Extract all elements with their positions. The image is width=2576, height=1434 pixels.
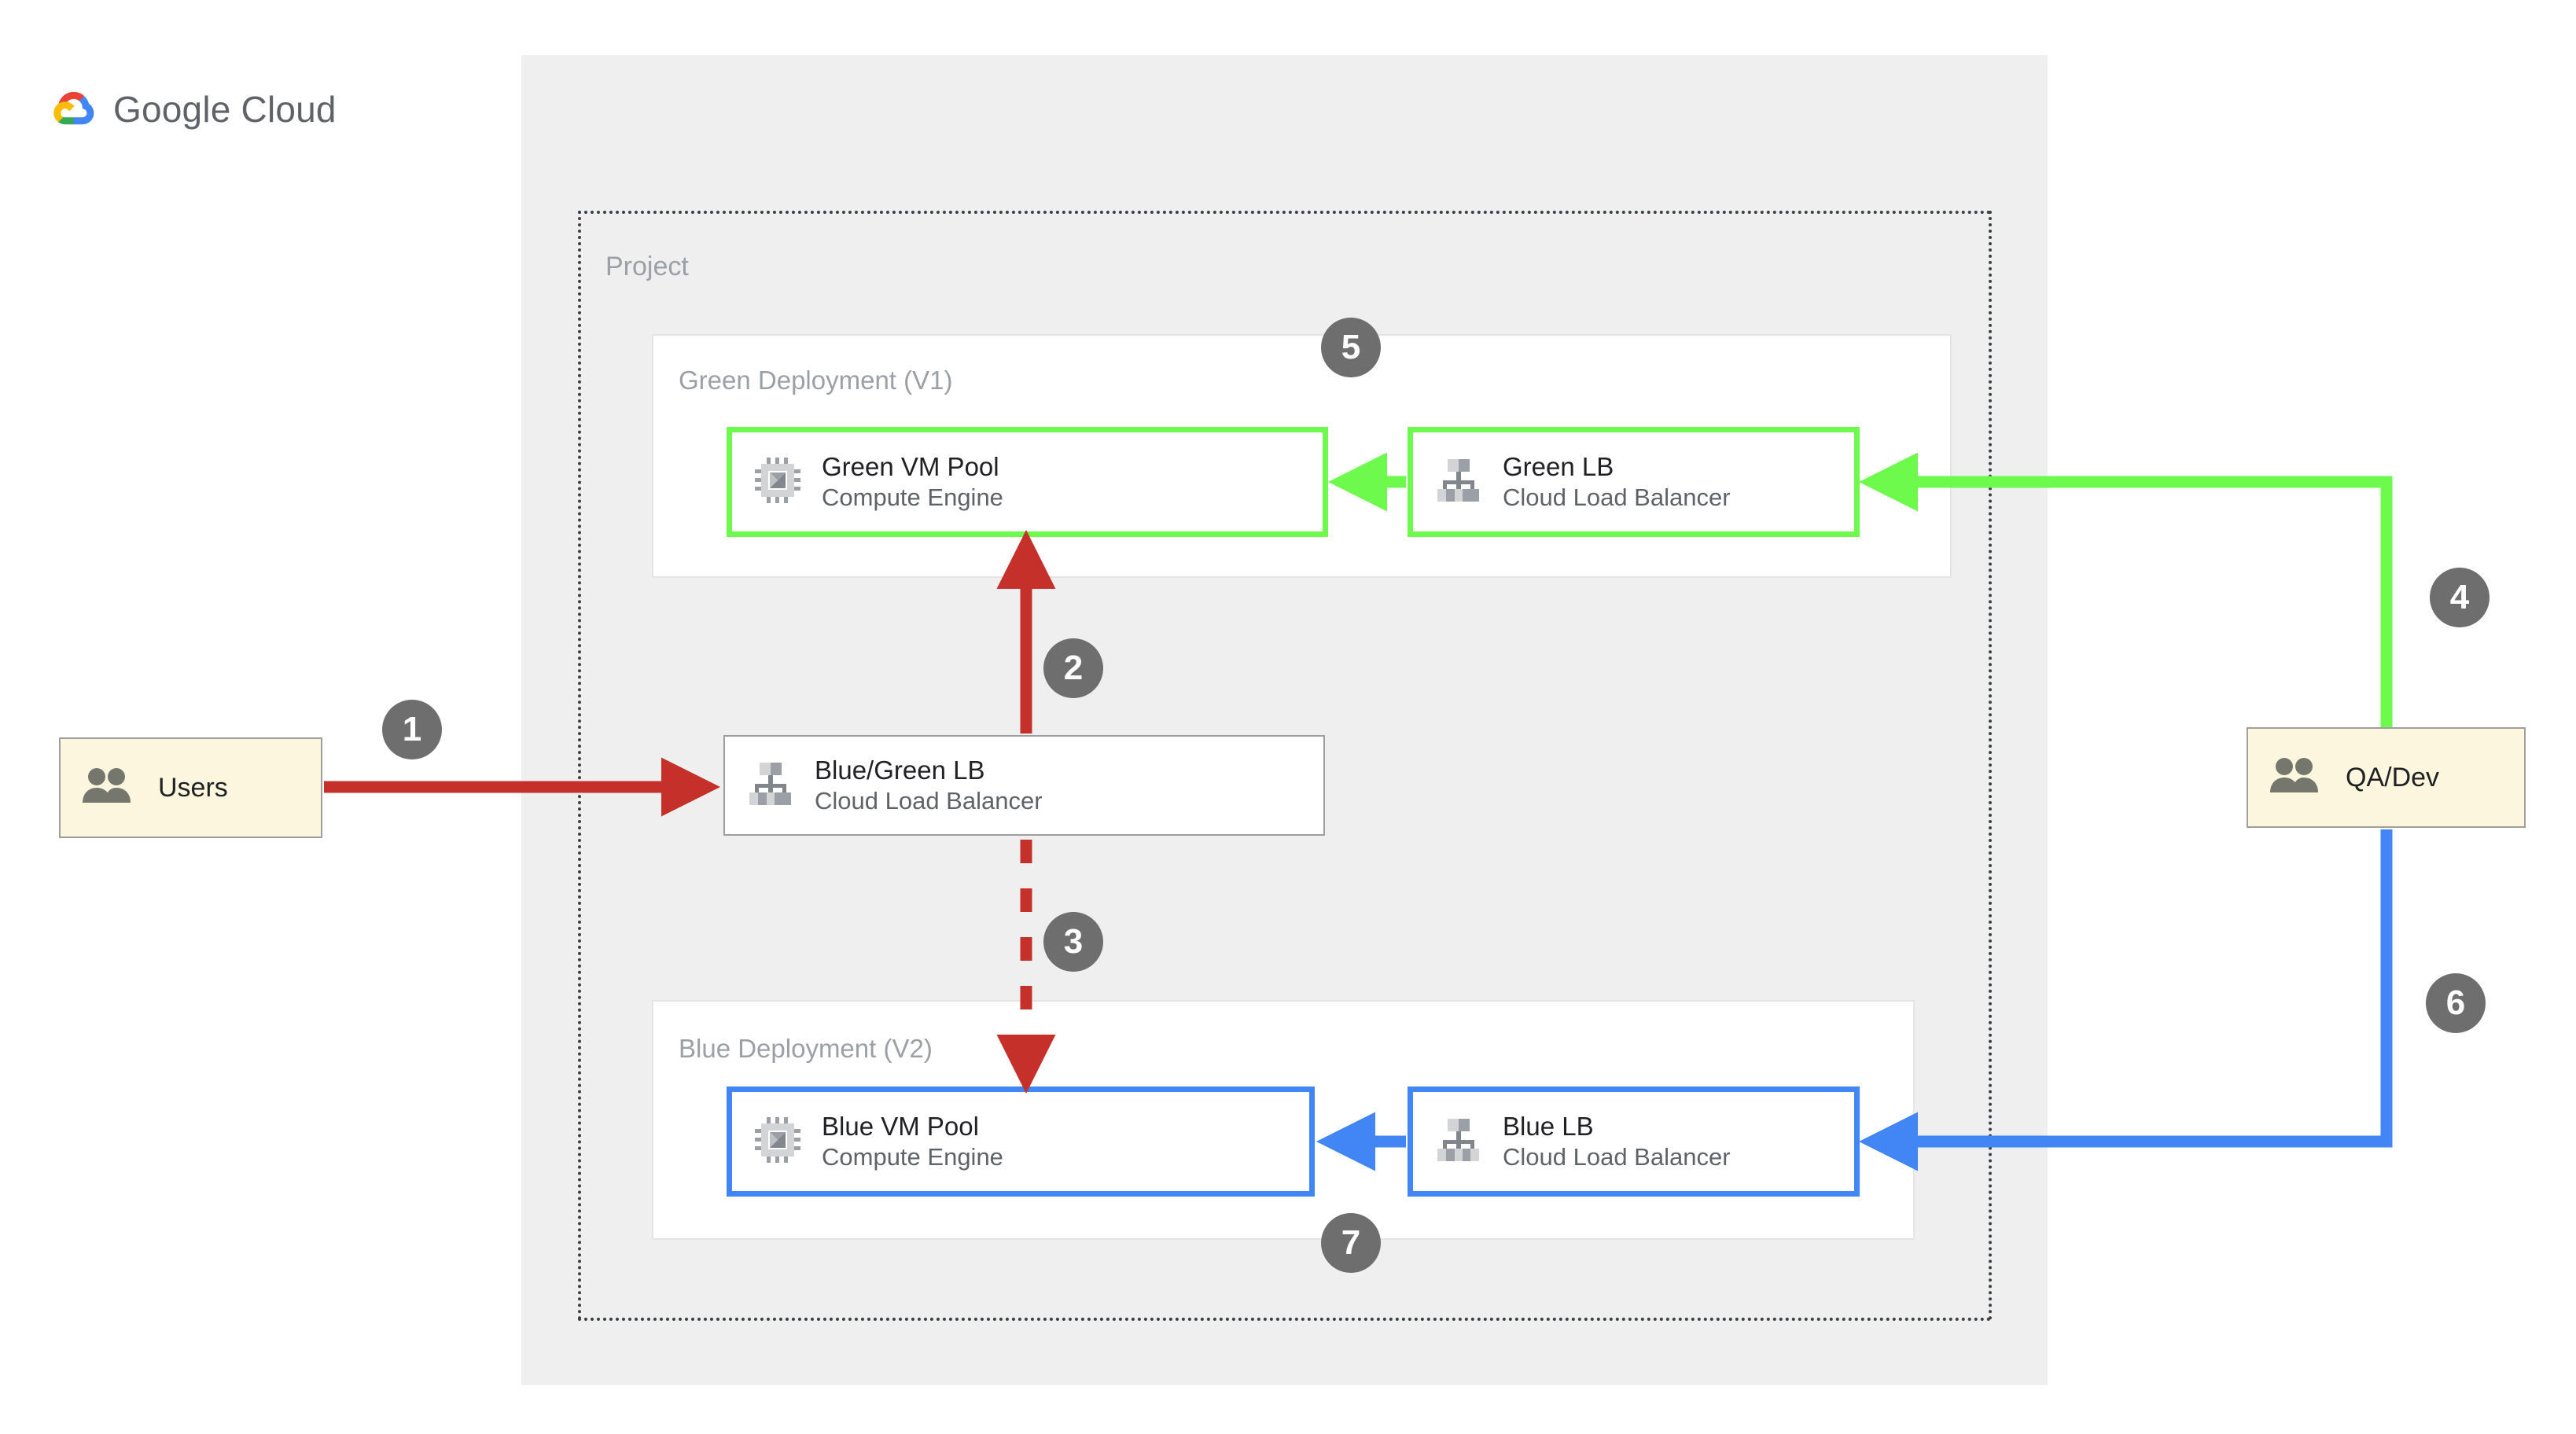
node-green-lb[interactable]: Green LB Cloud Load Balancer — [1408, 427, 1860, 537]
step-badge-3: 3 — [1043, 912, 1103, 972]
step-badge-7: 7 — [1321, 1213, 1381, 1273]
google-cloud-logo-icon — [53, 90, 98, 130]
compute-engine-icon — [754, 457, 801, 508]
google-cloud-wordmark: Google Cloud — [113, 88, 337, 131]
actor-qa-dev[interactable]: QA/Dev — [2247, 727, 2526, 828]
cloud-load-balancer-icon — [1435, 1117, 1482, 1167]
project-container — [578, 211, 1992, 1321]
step-badge-5: 5 — [1321, 318, 1381, 377]
step-badge-1: 1 — [382, 700, 442, 759]
node-title: Blue VM Pool — [822, 1112, 979, 1141]
people-icon — [2269, 756, 2322, 800]
actor-qa-dev-label: QA/Dev — [2346, 762, 2440, 792]
node-blue-vm-pool-text: Blue VM Pool Compute Engine — [822, 1110, 1003, 1173]
node-subtitle: Cloud Load Balancer — [1503, 484, 1731, 512]
project-label: Project — [605, 252, 689, 281]
people-icon — [81, 767, 134, 810]
node-green-vm-pool-text: Green VM Pool Compute Engine — [822, 450, 1003, 513]
brand-google: Google — [113, 89, 231, 130]
node-title: Blue LB — [1503, 1112, 1594, 1141]
brand-cloud: Cloud — [241, 89, 337, 130]
node-title: Green LB — [1503, 452, 1614, 481]
node-subtitle: Compute Engine — [822, 484, 1003, 512]
actor-users-label: Users — [158, 772, 228, 803]
green-deployment-title: Green Deployment (V1) — [679, 366, 953, 395]
cloud-load-balancer-icon — [747, 761, 794, 811]
blue-deployment-title: Blue Deployment (V2) — [679, 1034, 933, 1063]
cloud-load-balancer-icon — [1435, 458, 1482, 507]
node-subtitle: Compute Engine — [822, 1143, 1003, 1171]
node-blue-lb[interactable]: Blue LB Cloud Load Balancer — [1408, 1087, 1860, 1197]
node-blue-green-lb[interactable]: Blue/Green LB Cloud Load Balancer — [723, 735, 1325, 836]
node-subtitle: Cloud Load Balancer — [815, 787, 1043, 815]
step-badge-2: 2 — [1043, 638, 1103, 698]
step-badge-6: 6 — [2426, 973, 2486, 1033]
node-blue-green-lb-text: Blue/Green LB Cloud Load Balancer — [815, 754, 1043, 817]
node-blue-lb-text: Blue LB Cloud Load Balancer — [1503, 1110, 1731, 1173]
node-green-vm-pool[interactable]: Green VM Pool Compute Engine — [727, 427, 1328, 537]
step-badge-4: 4 — [2430, 568, 2490, 627]
google-cloud-brand: Google Cloud — [53, 88, 337, 131]
node-blue-vm-pool[interactable]: Blue VM Pool Compute Engine — [727, 1087, 1315, 1197]
node-title: Blue/Green LB — [815, 756, 985, 785]
node-green-lb-text: Green LB Cloud Load Balancer — [1503, 450, 1731, 513]
node-title: Green VM Pool — [822, 452, 999, 481]
actor-users[interactable]: Users — [59, 737, 322, 838]
node-subtitle: Cloud Load Balancer — [1503, 1143, 1731, 1171]
compute-engine-icon — [754, 1116, 801, 1167]
